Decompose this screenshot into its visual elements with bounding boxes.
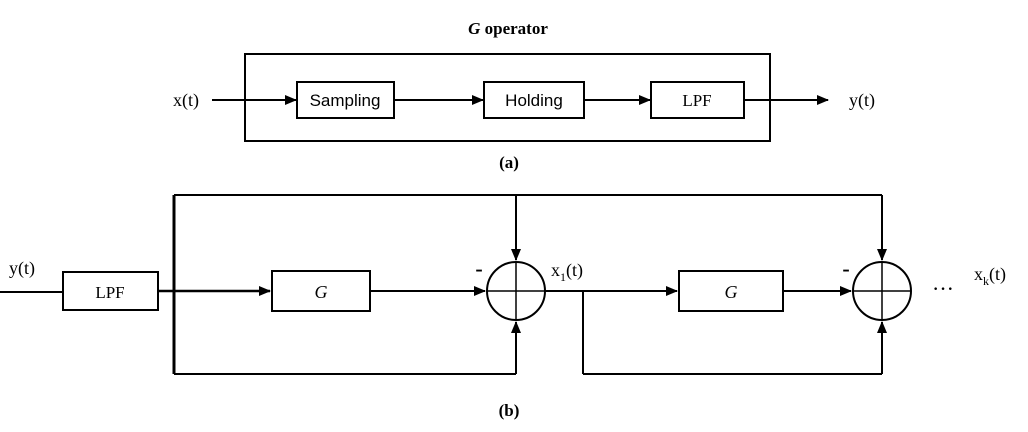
g-operator-frame xyxy=(244,53,771,142)
g-label-2: G xyxy=(725,282,738,302)
x1-main: x xyxy=(551,260,560,280)
x1-label: x1(t) xyxy=(551,260,583,284)
xk-main: x xyxy=(974,264,983,284)
xk-tail: (t) xyxy=(989,264,1006,285)
x1-tail: (t) xyxy=(566,260,583,281)
input-x-label: x(t) xyxy=(173,90,199,111)
input-y-label: y(t) xyxy=(9,258,35,279)
ellipsis: ··· xyxy=(932,276,954,301)
output-y-label: y(t) xyxy=(849,90,875,111)
panel-a-title: G operator xyxy=(468,19,548,38)
g-label-1: G xyxy=(315,282,328,302)
g-block-1 xyxy=(271,270,371,312)
caption-b: (b) xyxy=(499,401,520,420)
minus-sign-2: - xyxy=(842,256,849,281)
minus-sign-1: - xyxy=(475,256,482,281)
x1-subscript: 1 xyxy=(560,270,566,284)
title-operator: operator xyxy=(480,19,548,38)
sampling-block xyxy=(296,81,395,119)
sampling-label: Sampling xyxy=(310,91,381,110)
lpf-label-b: LPF xyxy=(95,283,124,302)
lpf-label-a: LPF xyxy=(682,91,711,110)
xk-subscript: k xyxy=(983,274,989,288)
caption-a: (a) xyxy=(499,153,519,172)
title-g-italic: G xyxy=(468,19,481,38)
holding-label: Holding xyxy=(505,91,563,110)
xk-label: xk(t) xyxy=(974,264,1006,288)
